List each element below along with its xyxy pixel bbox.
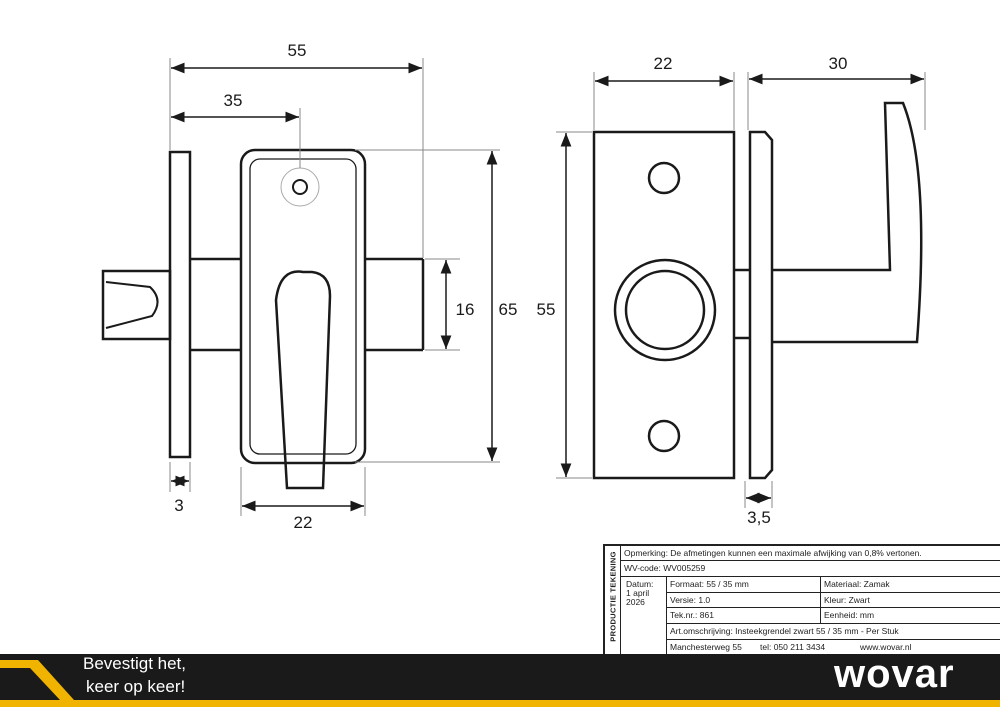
dim-3: 3 bbox=[174, 496, 183, 515]
tek-nr: Tek.nr.: 861 bbox=[667, 608, 821, 624]
dim-65: 65 bbox=[499, 300, 518, 319]
title-block-side-label: PRODUCTIE TEKENING bbox=[605, 546, 621, 654]
dim-16: 16 bbox=[456, 300, 475, 319]
dim-side-55: 55 bbox=[537, 300, 556, 319]
slogan-line-1: Bevestigt het, bbox=[83, 654, 187, 673]
side-handle bbox=[772, 101, 923, 344]
address: Manchesterweg 55 bbox=[670, 642, 742, 652]
art-omschrijving: Art.omschrijving: Insteekgrendel zwart 5… bbox=[667, 624, 1000, 640]
side-boss-inner bbox=[624, 269, 706, 351]
formaat: Formaat: 55 / 35 mm bbox=[667, 577, 821, 593]
screw-hole bbox=[292, 179, 308, 195]
datum-value-year: 2026 bbox=[626, 597, 645, 607]
datum-label: Datum: bbox=[626, 579, 654, 589]
footer-accent-shape bbox=[0, 660, 74, 700]
side-hole-bottom bbox=[647, 419, 681, 453]
front-view bbox=[101, 148, 425, 490]
website: www.wovar.nl bbox=[860, 642, 912, 652]
datum-value-day: 1 april bbox=[626, 588, 650, 598]
wovar-logo: wovar bbox=[834, 652, 955, 696]
dim-30: 30 bbox=[829, 54, 848, 73]
kleur: Kleur: Zwart bbox=[821, 593, 1000, 608]
dim-3-5: 3,5 bbox=[747, 508, 771, 527]
wv-code: WV-code: WV005259 bbox=[621, 561, 1000, 577]
materiaal: Materiaal: Zamak bbox=[821, 577, 1000, 593]
dim-side-22: 22 bbox=[654, 54, 673, 73]
side-plate bbox=[592, 130, 736, 480]
title-block: PRODUCTIE TEKENING Opmerking: De afmetin… bbox=[603, 544, 1000, 654]
side-thin-plate bbox=[748, 130, 774, 480]
bolt-tip bbox=[101, 269, 172, 341]
housing bbox=[239, 148, 367, 465]
versie: Versie: 1.0 bbox=[667, 593, 821, 608]
side-boss-outer bbox=[613, 258, 717, 362]
dim-35: 35 bbox=[224, 91, 243, 110]
footer-stripe bbox=[0, 700, 1000, 707]
remark: Opmerking: De afmetingen kunnen een maxi… bbox=[621, 546, 1000, 561]
dim-55: 55 bbox=[288, 41, 307, 60]
front-handle bbox=[274, 270, 332, 490]
side-hole-top bbox=[647, 161, 681, 195]
side-view bbox=[592, 101, 923, 480]
housing-inner bbox=[249, 158, 357, 455]
footer-banner bbox=[0, 654, 1000, 707]
bolt-bevel bbox=[105, 281, 159, 329]
slogan-line-2: keer op keer! bbox=[86, 677, 186, 696]
phone: tel: 050 211 3434 bbox=[760, 642, 826, 652]
front-plate bbox=[168, 150, 192, 459]
dim-22: 22 bbox=[294, 513, 313, 532]
eenheid: Eenheid: mm bbox=[821, 608, 1000, 624]
